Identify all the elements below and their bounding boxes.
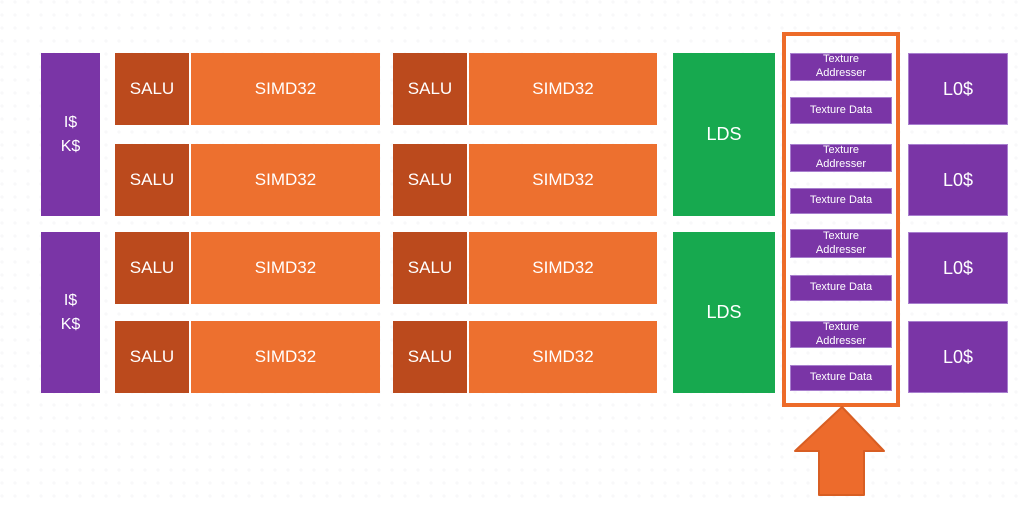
salu-block: SALU — [393, 232, 467, 304]
texture-addresser-block: Texture Addresser — [790, 321, 892, 348]
cache-label-line2: K$ — [60, 137, 81, 155]
salu-block: SALU — [115, 321, 189, 393]
salu-block: SALU — [393, 144, 467, 216]
salu-block: SALU — [115, 144, 189, 216]
cache-label-line1: I$ — [63, 292, 78, 310]
salu-block: SALU — [393, 53, 467, 125]
texture-addresser-block: Texture Addresser — [790, 144, 892, 172]
simd32-block: SIMD32 — [191, 144, 380, 216]
l0-cache-block: L0$ — [908, 53, 1008, 125]
texture-data-block: Texture Data — [790, 188, 892, 214]
l0-cache-block: L0$ — [908, 232, 1008, 304]
texture-data-block: Texture Data — [790, 365, 892, 391]
texture-addresser-block: Texture Addresser — [790, 53, 892, 81]
l0-cache-block: L0$ — [908, 321, 1008, 393]
simd32-block: SIMD32 — [191, 53, 380, 125]
simd32-block: SIMD32 — [469, 53, 657, 125]
salu-block: SALU — [393, 321, 467, 393]
up-arrow-icon — [790, 404, 890, 500]
simd32-block: SIMD32 — [469, 321, 657, 393]
texture-data-block: Texture Data — [790, 275, 892, 301]
salu-block: SALU — [115, 232, 189, 304]
cache-label-line1: I$ — [63, 114, 78, 132]
texture-addresser-block: Texture Addresser — [790, 229, 892, 258]
cache-label-line2: K$ — [60, 315, 81, 333]
lds-block: LDS — [673, 53, 775, 216]
l0-cache-block: L0$ — [908, 144, 1008, 216]
simd32-block: SIMD32 — [469, 144, 657, 216]
salu-block: SALU — [115, 53, 189, 125]
simd32-block: SIMD32 — [191, 232, 380, 304]
instruction-cache-block: I$ K$ — [41, 232, 100, 393]
simd32-block: SIMD32 — [191, 321, 380, 393]
instruction-cache-block: I$ K$ — [41, 53, 100, 216]
simd32-block: SIMD32 — [469, 232, 657, 304]
texture-units-highlight-box — [782, 32, 900, 407]
texture-data-block: Texture Data — [790, 97, 892, 124]
lds-block: LDS — [673, 232, 775, 393]
